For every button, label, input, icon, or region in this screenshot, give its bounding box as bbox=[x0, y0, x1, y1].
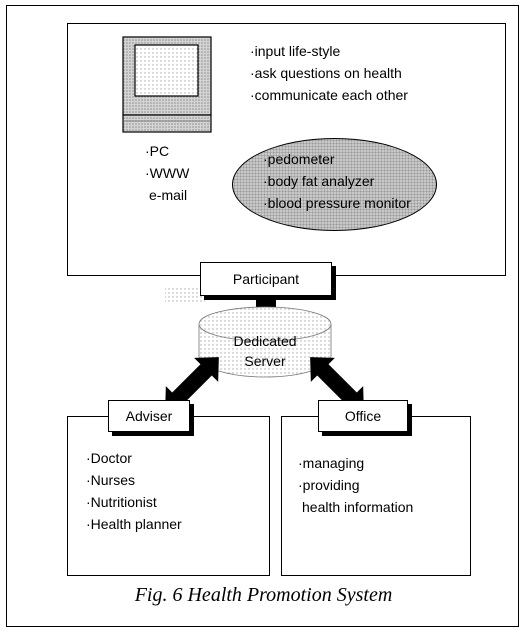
adviser-item: ·Health planner bbox=[86, 516, 182, 532]
adviser-items: ·Doctor ·Nurses ·Nutritionist ·Health pl… bbox=[86, 447, 182, 535]
office-item: ·managing bbox=[298, 455, 365, 471]
adviser-item: ·Nutritionist bbox=[86, 494, 157, 510]
server-label: Dedicated Server bbox=[200, 331, 330, 371]
device-item: ·pedometer bbox=[263, 151, 335, 167]
adviser-item: ·Nurses bbox=[86, 472, 136, 488]
server-adviser-arrow bbox=[165, 357, 219, 411]
device-item: ·body fat analyzer bbox=[263, 173, 375, 189]
figure-frame bbox=[6, 5, 519, 627]
devices-ellipse bbox=[232, 138, 437, 231]
server-platform bbox=[165, 286, 332, 378]
office-items: ·managing ·providing health information bbox=[298, 452, 413, 518]
office-item: ·providing bbox=[298, 477, 360, 493]
office-panel bbox=[281, 416, 471, 576]
figure-caption: Fig. 6 Health Promotion System bbox=[134, 584, 393, 606]
monitor-icon bbox=[122, 36, 212, 133]
devices-list: ·pedometer ·body fat analyzer ·blood pre… bbox=[263, 148, 411, 214]
participant-activities: ·input life-style ·ask questions on heal… bbox=[250, 40, 408, 106]
pc-item: e-mail bbox=[149, 187, 188, 203]
office-label: Office bbox=[318, 400, 408, 432]
participant-label: Participant bbox=[200, 262, 332, 296]
pc-item: ·PC bbox=[145, 143, 170, 159]
device-item: ·blood pressure monitor bbox=[263, 195, 411, 211]
adviser-label: Adviser bbox=[108, 400, 190, 432]
server-line-2: Server bbox=[244, 353, 286, 369]
activity-item: ·ask questions on health bbox=[250, 65, 402, 81]
adviser-panel bbox=[67, 416, 270, 576]
server-office-arrow bbox=[310, 357, 364, 411]
adviser-item: ·Doctor bbox=[86, 450, 132, 466]
office-item: health information bbox=[302, 499, 414, 515]
activity-item: ·input life-style bbox=[250, 43, 341, 59]
activity-item: ·communicate each other bbox=[250, 87, 408, 103]
pc-list: ·PC ·WWW e-mail bbox=[145, 140, 189, 206]
server-line-1: Dedicated bbox=[233, 333, 297, 349]
pc-item: ·WWW bbox=[145, 165, 190, 181]
